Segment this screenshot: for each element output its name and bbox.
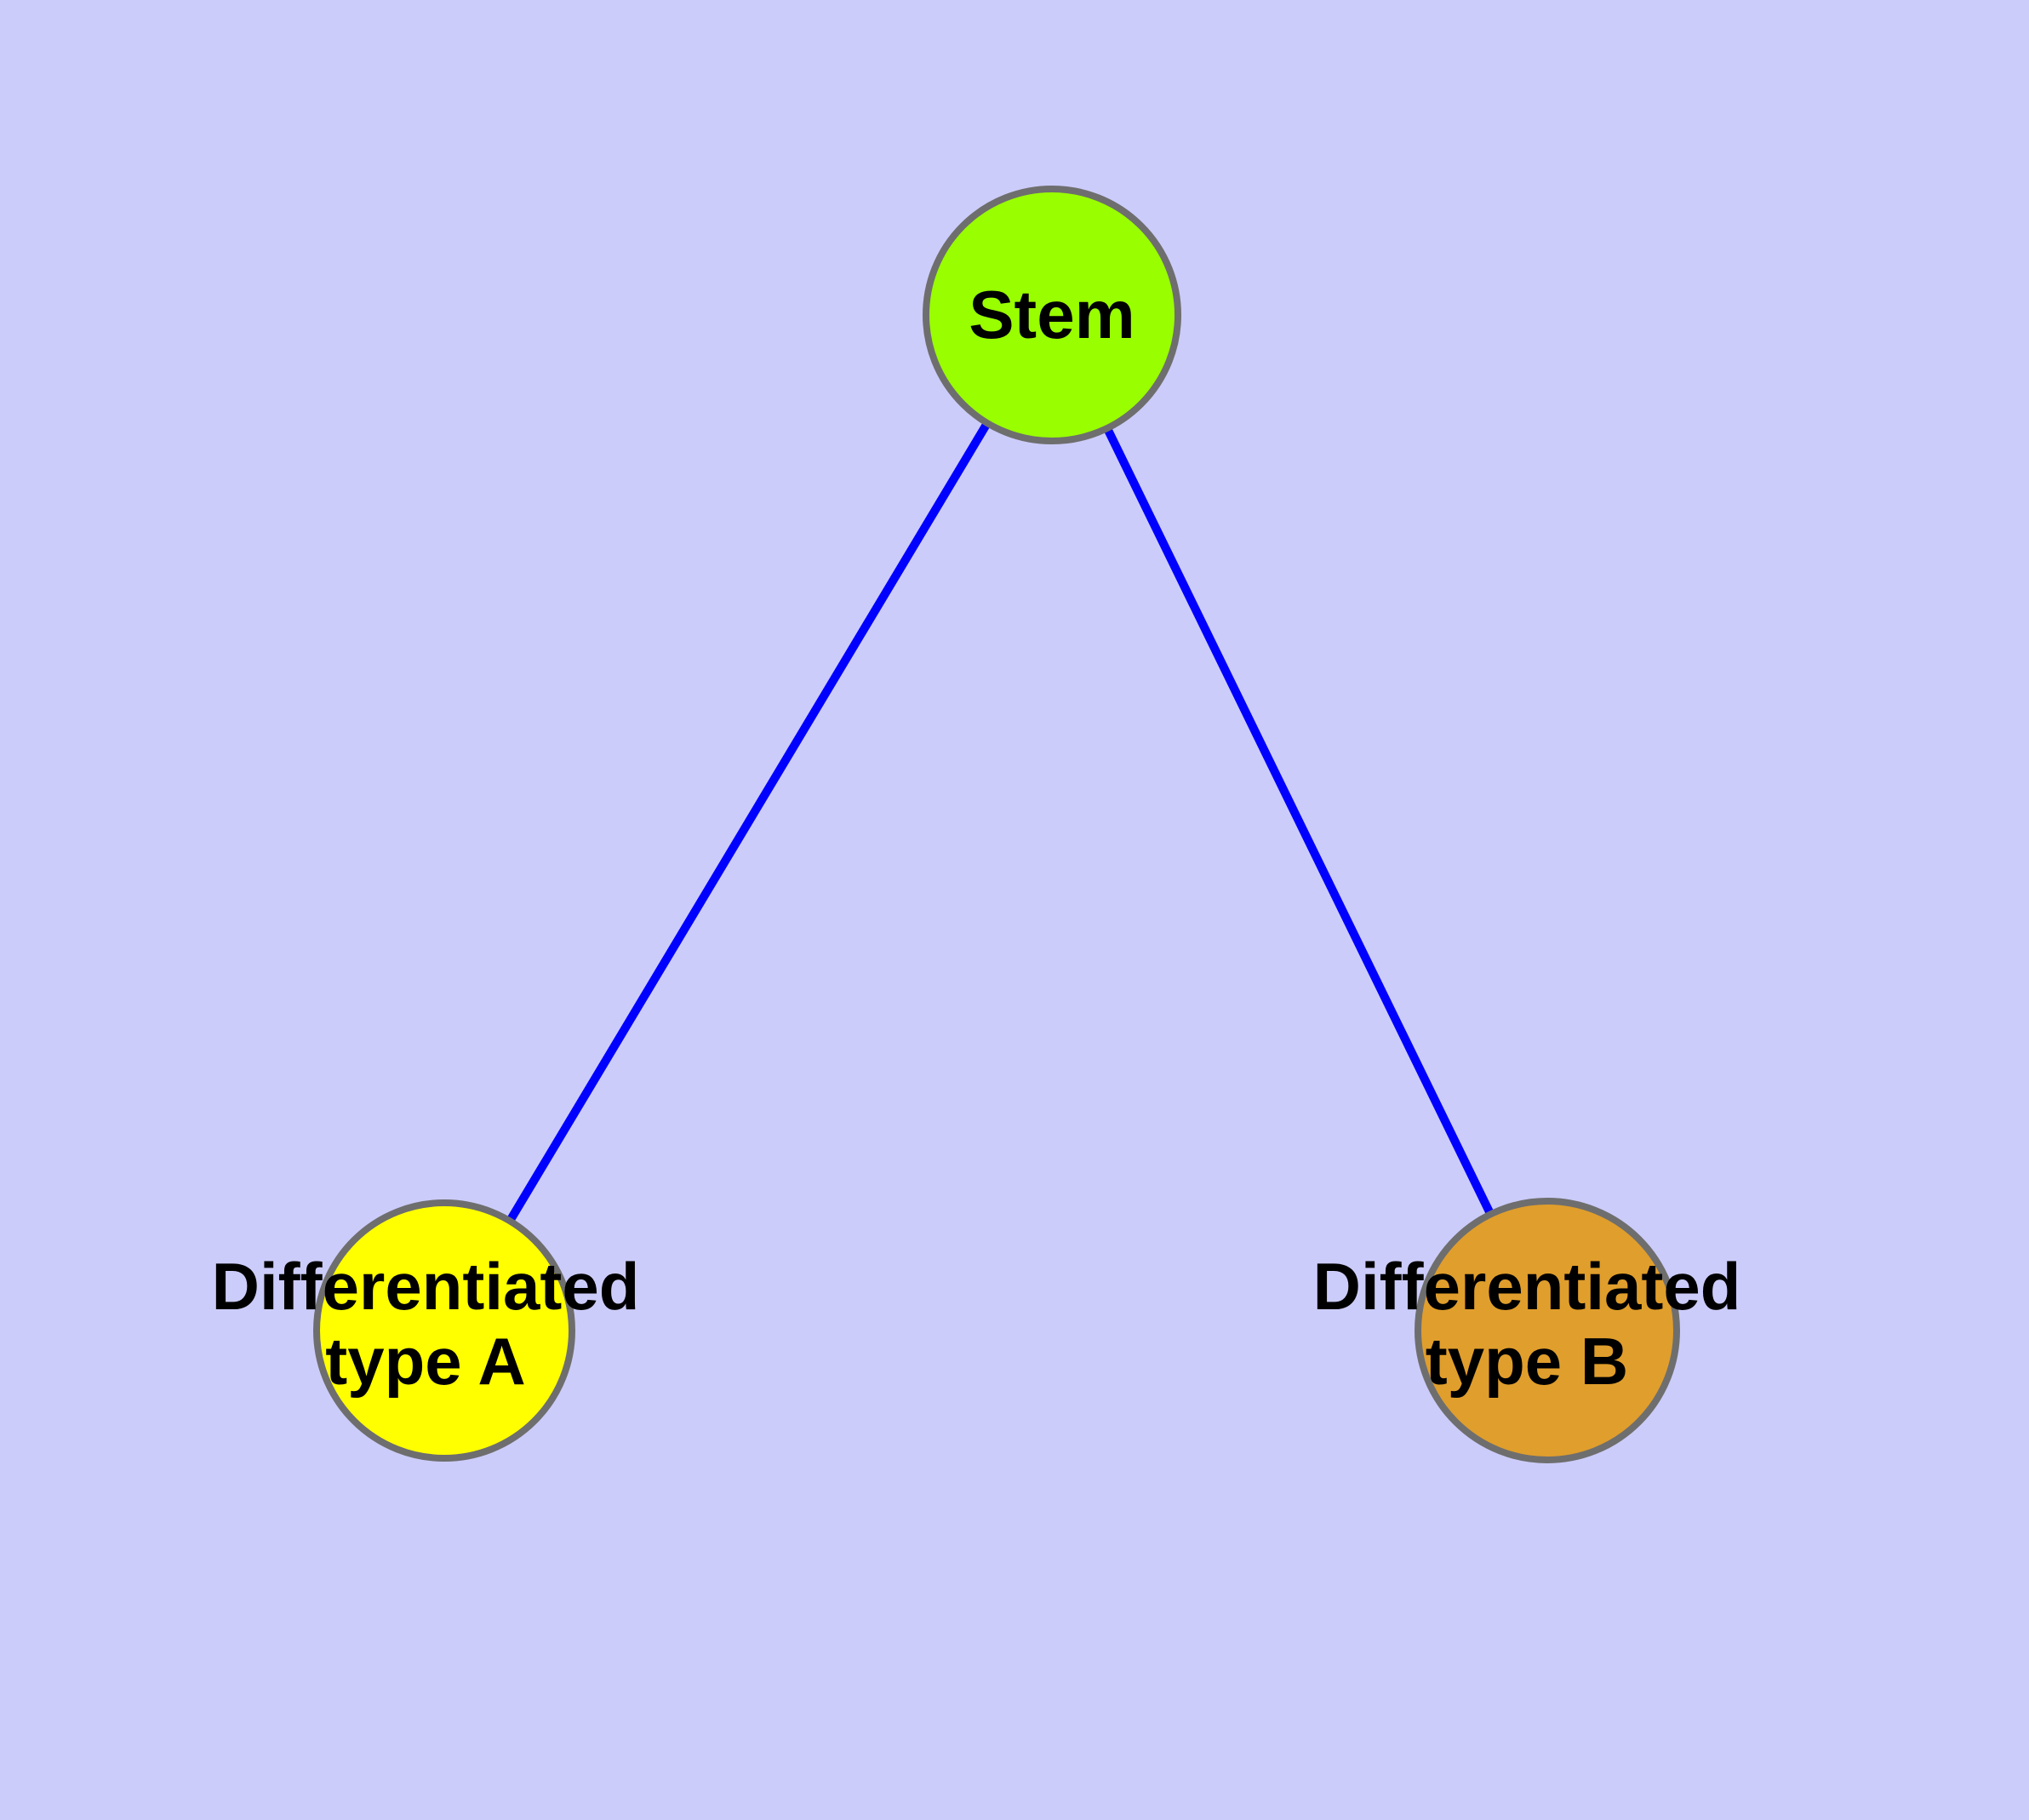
node-layer (313, 186, 1680, 1463)
edge-layer (506, 422, 1494, 1222)
node-diff_a[interactable] (313, 1199, 575, 1462)
node-stem[interactable] (923, 186, 1181, 444)
node-diff_b[interactable] (1415, 1198, 1680, 1463)
edge-stem-diff_b (1104, 427, 1494, 1215)
edge-stem-diff_a (506, 422, 991, 1222)
